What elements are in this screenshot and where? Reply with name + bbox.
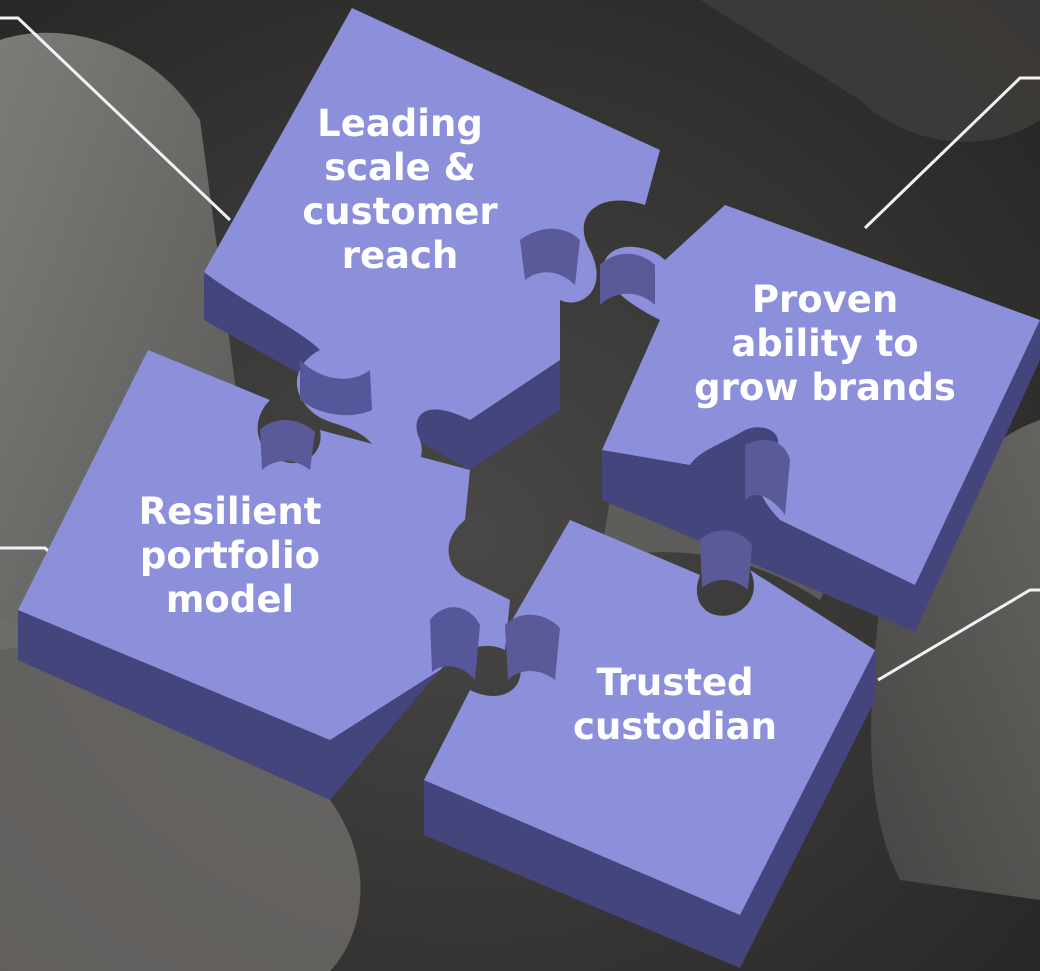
piece-label-leading: Leading scale & customer reach <box>302 102 498 277</box>
piece-leading-tab <box>300 360 372 416</box>
puzzle-piece-proven <box>600 205 1040 632</box>
piece-proven-notch <box>600 253 655 305</box>
bottom-left-sneaker-shape <box>0 620 361 971</box>
connector-line-leading <box>0 16 232 222</box>
top-right-shade <box>700 0 1040 142</box>
connector-line-trusted <box>877 588 1040 682</box>
piece-resilient-top <box>18 350 510 740</box>
piece-label-resilient: Resilient portfolio model <box>138 490 322 621</box>
piece-resilient-tab <box>430 607 480 680</box>
piece-trusted-notch <box>505 614 560 680</box>
piece-proven-tab <box>745 440 790 515</box>
connector-line-proven <box>863 76 1040 230</box>
puzzle-piece-trusted <box>424 520 875 968</box>
puzzle-piece-leading <box>204 8 660 470</box>
piece-resilient-notch <box>260 420 315 470</box>
piece-leading-notch <box>520 228 580 285</box>
piece-trusted-tab <box>700 530 752 590</box>
piece-proven-top <box>602 205 1040 585</box>
puzzle-piece-resilient <box>18 350 510 800</box>
piece-leading-top <box>204 8 660 470</box>
piece-label-proven: Proven ability to grow brands <box>694 278 956 409</box>
piece-label-trusted: Trusted custodian <box>573 661 777 748</box>
